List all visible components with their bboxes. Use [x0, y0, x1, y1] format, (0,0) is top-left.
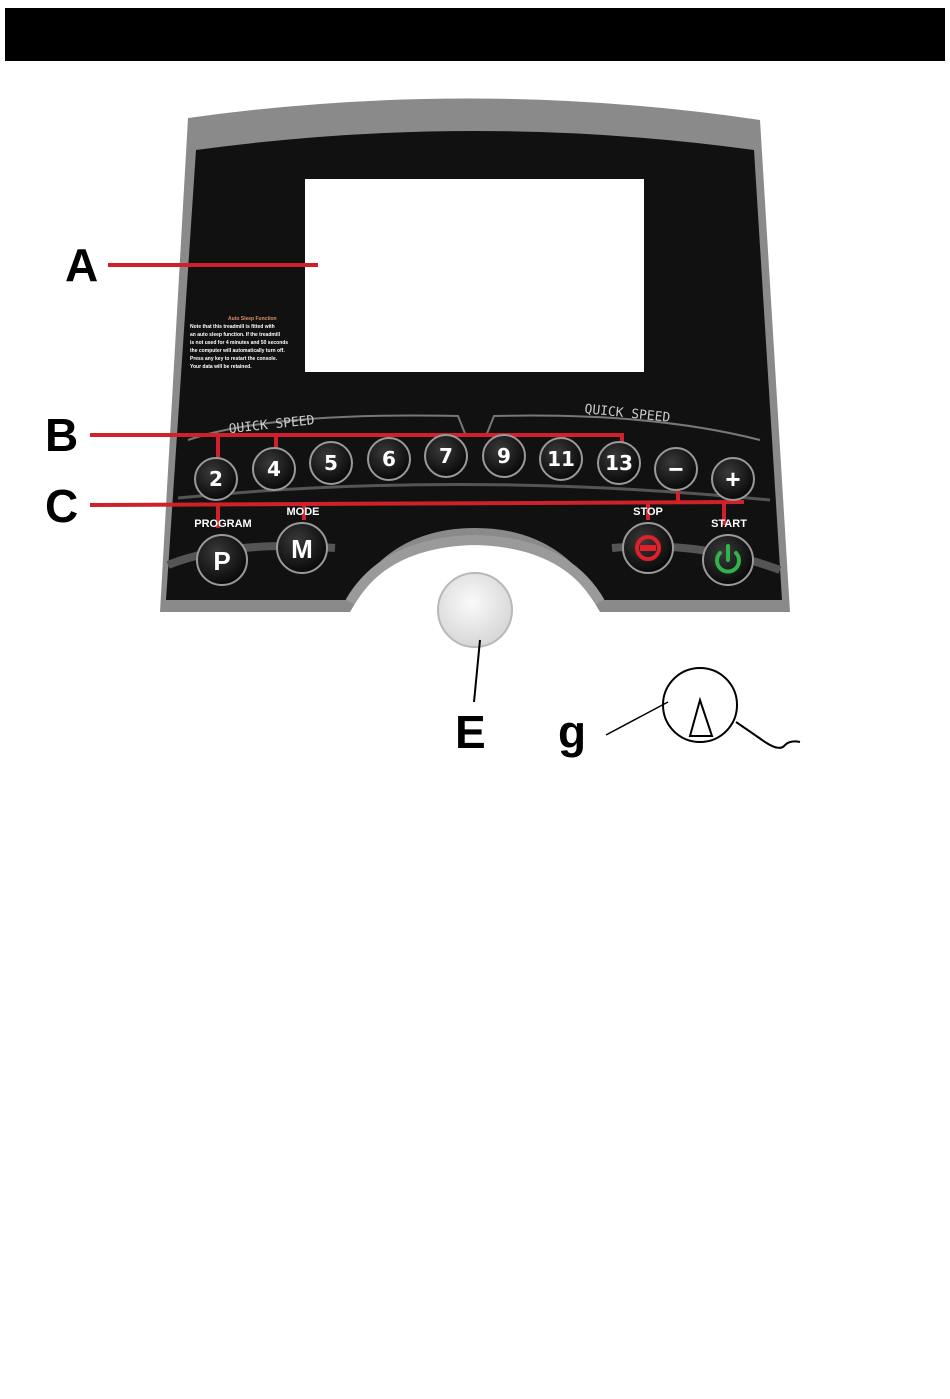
safety-clip-wedge	[688, 696, 714, 737]
speed-button-6[interactable]: 6	[367, 437, 411, 481]
speed-button-label: 9	[497, 444, 511, 468]
speed-button-label: 5	[324, 451, 338, 475]
start-label: START	[711, 518, 747, 530]
safety-clip-circle	[662, 667, 738, 743]
speed-button-9[interactable]: 9	[482, 434, 526, 478]
plus-icon: +	[725, 464, 740, 494]
stop-label: STOP	[633, 506, 663, 518]
power-icon	[715, 544, 741, 574]
auto-sleep-note-title: Auto Sleep Function	[228, 316, 277, 322]
auto-sleep-note-line: the computer will automatically turn off…	[190, 348, 285, 354]
safety-clip-cord	[735, 721, 801, 749]
pointer-line-e	[473, 639, 481, 703]
program-key-letter: P	[213, 546, 230, 576]
quick-speed-arc-left	[187, 414, 467, 441]
callout-c: C	[45, 480, 78, 532]
speed-button-label: 2	[209, 467, 223, 491]
speed-button-4[interactable]: 4	[252, 447, 296, 491]
auto-sleep-note-line: an auto sleep function. If the treadmill	[190, 332, 281, 338]
speed-button-11[interactable]: 11	[539, 437, 583, 481]
start-button[interactable]	[702, 534, 754, 586]
pointer-lines	[89, 263, 745, 528]
auto-sleep-note-line: Note that this treadmill is fitted with	[190, 324, 275, 330]
mode-label: MODE	[287, 506, 320, 518]
stop-button[interactable]	[622, 522, 674, 574]
callout-b: B	[45, 409, 78, 461]
header-bar	[5, 8, 945, 61]
mode-key-letter: M	[291, 534, 313, 564]
program-button[interactable]: P	[196, 534, 248, 586]
auto-sleep-note: Auto Sleep Function Note that this tread…	[190, 316, 288, 370]
auto-sleep-note-line: Press any key to restart the console.	[190, 356, 278, 362]
speed-button-label: 7	[439, 444, 453, 468]
program-label: PROGRAM	[194, 518, 251, 530]
callout-g: g	[558, 706, 586, 758]
button-row-arc	[177, 482, 771, 502]
speed-button-2[interactable]: 2	[194, 457, 238, 501]
safety-key-knob[interactable]	[437, 572, 513, 648]
minus-icon: −	[668, 454, 683, 484]
minus-button[interactable]: −	[654, 447, 698, 491]
speed-button-7[interactable]: 7	[424, 434, 468, 478]
speed-button-13[interactable]: 13	[597, 441, 641, 485]
callout-e: E	[455, 706, 486, 758]
speed-button-5[interactable]: 5	[309, 441, 353, 485]
auto-sleep-note-line: Your data will be retained.	[190, 364, 252, 370]
panel-cutout-rim	[345, 534, 605, 605]
safety-clip-sketch	[605, 667, 801, 749]
quick-speed-arc-right	[485, 414, 761, 441]
speed-button-label: 4	[267, 457, 281, 481]
mode-button[interactable]: M	[276, 522, 328, 574]
speed-button-label: 13	[605, 451, 633, 475]
callout-a: A	[65, 239, 98, 291]
speed-button-label: 6	[382, 447, 396, 471]
pointer-line-c	[89, 500, 745, 507]
speed-button-label: 11	[547, 447, 575, 471]
stop-icon	[635, 535, 661, 561]
display-screen	[305, 179, 644, 372]
pointer-line-g	[605, 701, 669, 736]
auto-sleep-note-line: is not used for 4 minutes and 50 seconds	[190, 340, 288, 346]
plus-button[interactable]: +	[711, 457, 755, 501]
